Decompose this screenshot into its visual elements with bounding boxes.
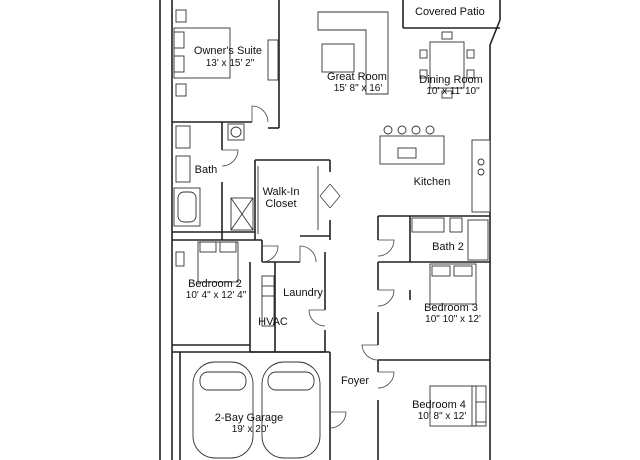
great-room-dims: 15' 8" x 16' bbox=[334, 83, 383, 94]
bedroom4-label: Bedroom 4 bbox=[412, 399, 466, 411]
kitchen-label: Kitchen bbox=[414, 176, 451, 188]
room-labels: Covered Patio Owner's Suite 13' x 15' 2"… bbox=[186, 6, 485, 435]
walk-in-closet-label-2: Closet bbox=[265, 198, 296, 210]
garage-cars bbox=[192, 361, 321, 459]
closet-shelves bbox=[257, 166, 319, 234]
owners-suite-dims: 13' x 15' 2" bbox=[206, 58, 255, 69]
walk-in-closet-label-1: Walk-In bbox=[263, 186, 300, 198]
great-room-label: Great Room bbox=[327, 71, 387, 83]
owners-suite-label: Owner's Suite bbox=[194, 45, 262, 57]
hvac-unit bbox=[261, 275, 275, 327]
bedroom3-bed bbox=[429, 263, 477, 305]
sectional-sofa bbox=[317, 11, 389, 95]
foyer-label: Foyer bbox=[341, 375, 369, 387]
kitchen-island bbox=[379, 125, 491, 213]
bedroom2-dims: 10' 4" x 12' 4" bbox=[186, 290, 247, 301]
bath2-label: Bath 2 bbox=[432, 241, 464, 253]
bedroom3-label: Bedroom 3 bbox=[424, 302, 478, 314]
bedroom2-label: Bedroom 2 bbox=[188, 278, 242, 290]
dining-room-dims: 10' x 11' 10" bbox=[426, 86, 480, 97]
bath-label: Bath bbox=[195, 164, 218, 176]
bedroom4-dims: 10' 8" x 12' bbox=[418, 411, 467, 422]
bedroom2-bed bbox=[175, 241, 239, 283]
dining-table bbox=[419, 31, 475, 99]
bath2-fixtures bbox=[411, 217, 489, 261]
dining-room-label: Dining Room bbox=[419, 74, 483, 86]
bedroom3-dims: 10" 10" x 12' bbox=[425, 314, 481, 325]
hvac-label: HVAC bbox=[258, 316, 288, 328]
bedroom4-bed bbox=[429, 385, 487, 427]
doors bbox=[221, 105, 395, 429]
garage-dims: 19' x 20' bbox=[232, 424, 269, 435]
garage-label: 2-Bay Garage bbox=[215, 412, 283, 424]
walls bbox=[159, 0, 501, 460]
owners-suite-bed bbox=[173, 9, 279, 97]
bath-fixtures bbox=[173, 123, 254, 231]
covered-patio-label: Covered Patio bbox=[415, 6, 485, 18]
laundry-label: Laundry bbox=[283, 287, 323, 299]
